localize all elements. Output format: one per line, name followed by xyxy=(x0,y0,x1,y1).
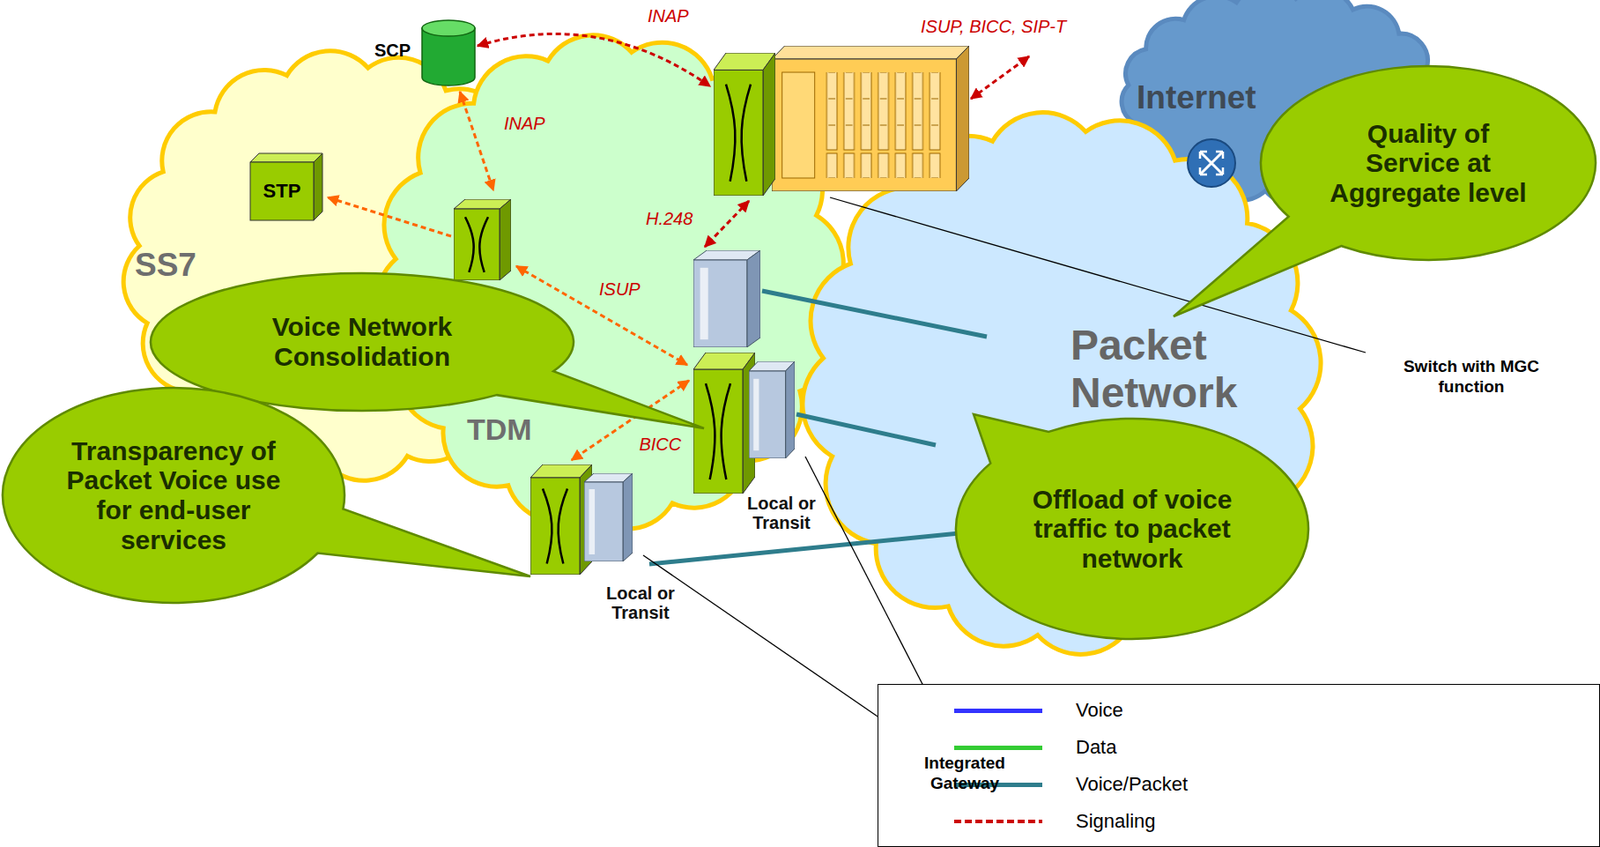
node-label: Packet Network xyxy=(1070,321,1318,417)
database-cylinder: SCP xyxy=(374,15,479,90)
legend-text: Voice xyxy=(1075,698,1124,722)
gateway-icon xyxy=(584,473,633,562)
signal-label: ISUP, BICC, SIP-T xyxy=(920,15,1067,38)
callout-bubble: Quality of Service at Aggregate level xyxy=(1260,66,1596,260)
gateway-icon xyxy=(748,361,795,459)
node-label: SS7 xyxy=(134,246,232,283)
signal-label: ISUP xyxy=(599,278,641,300)
node-label: Local or Transit xyxy=(592,583,689,623)
signal-label: BICC xyxy=(637,434,683,455)
node-label: STP xyxy=(263,180,302,203)
stp-box: STP xyxy=(250,153,323,221)
switch-icon xyxy=(453,199,512,281)
annotation-label: Integrated Gateway xyxy=(889,753,1040,794)
callout-bubble xyxy=(955,414,1309,639)
signaling-arrow xyxy=(970,56,1030,99)
node-label: Local or Transit xyxy=(728,493,835,534)
callout-bubble: Transparency of Packet Voice use for end… xyxy=(2,387,345,603)
annotation-label: Switch with MGC function xyxy=(1370,356,1573,398)
callout-bubble xyxy=(1173,66,1596,317)
callout-text: Voice Network Consolidation xyxy=(221,311,504,371)
switch-icon xyxy=(713,52,776,196)
gateway-icon xyxy=(693,250,761,348)
legend-line-sample xyxy=(954,816,1043,826)
legend-swatch xyxy=(954,708,1043,713)
signal-label: INAP xyxy=(503,112,546,134)
node-label: SCP xyxy=(374,15,419,60)
switch-gateway-icon xyxy=(525,459,689,629)
legend-text: Signaling xyxy=(1075,809,1156,833)
switch-gateway: Local or Transit xyxy=(688,348,822,539)
legend-text: Voice/Packet xyxy=(1075,772,1188,796)
node-label: TDM xyxy=(466,412,564,446)
router-icon xyxy=(1187,139,1236,187)
callout-text: Quality of Service at Aggregate level xyxy=(1318,118,1539,208)
callout-text: Offload of voice traffic to packet netwo… xyxy=(1004,484,1260,574)
legend-text: Data xyxy=(1075,735,1117,759)
cylinder-top xyxy=(422,20,475,37)
legend-swatch xyxy=(954,745,1043,750)
signal-label: H.248 xyxy=(645,207,693,230)
switch-icon xyxy=(530,464,593,575)
switch-gateway: Local or Transit xyxy=(525,459,689,629)
callout-text: Transparency of Packet Voice use for end… xyxy=(63,436,284,555)
signal-label: INAP xyxy=(647,5,689,27)
mgc-rack-icon xyxy=(771,45,970,192)
callout-bubble: Offload of voice traffic to packet netwo… xyxy=(955,418,1309,639)
switch-icon xyxy=(693,352,756,494)
cloud-outline xyxy=(802,112,1321,655)
callout-bubble xyxy=(2,387,531,603)
node-label: Internet xyxy=(1136,79,1287,116)
